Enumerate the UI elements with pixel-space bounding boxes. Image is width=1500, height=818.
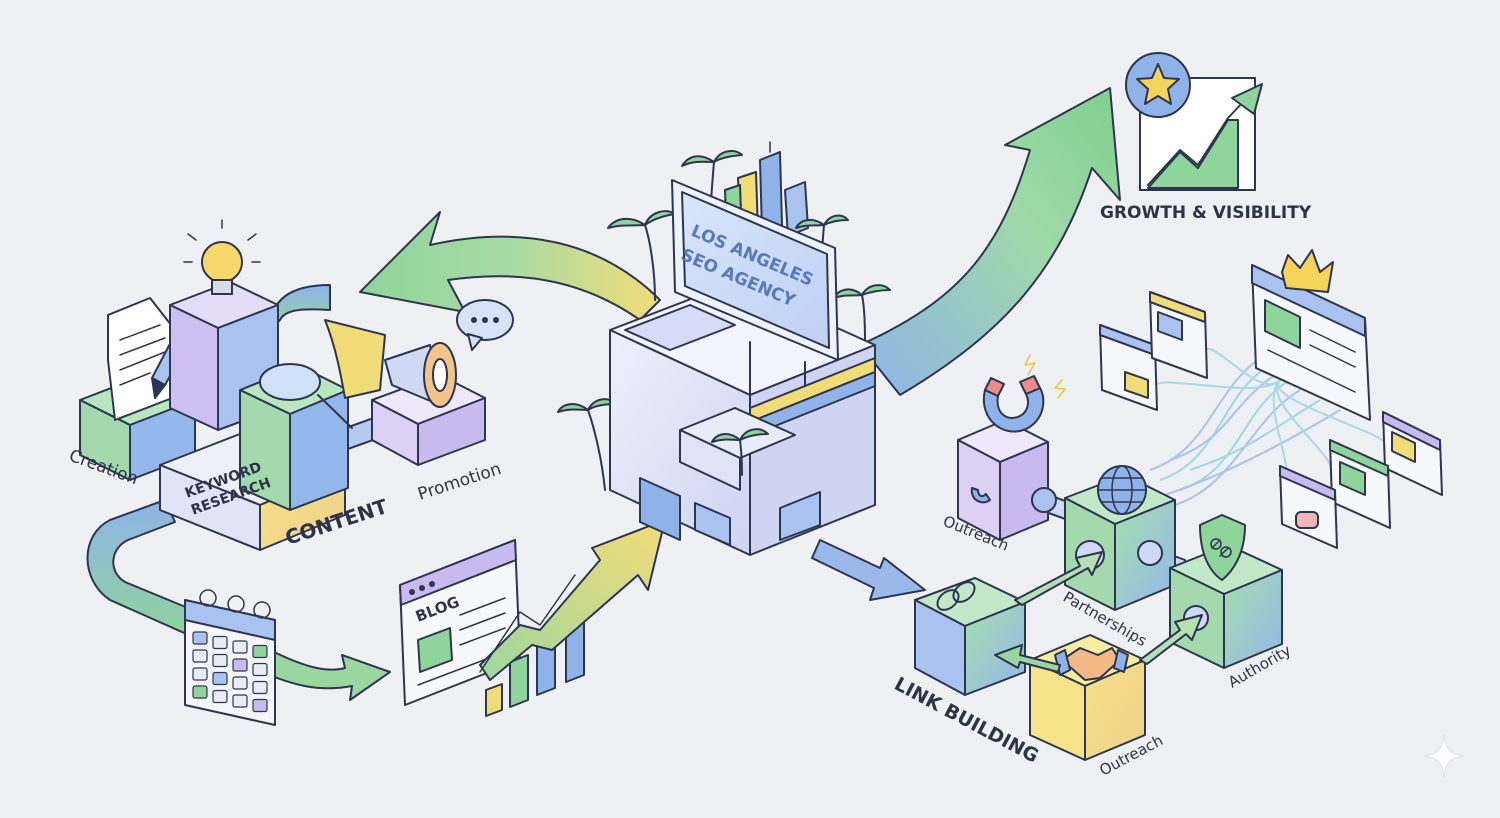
backlink-line: [1164, 409, 1341, 496]
content-cluster: KEYWORD RESEARCH Creation CONTENT Promot…: [66, 219, 514, 551]
calendar-cell: [252, 698, 268, 713]
blog-window: BLOG: [399, 539, 521, 706]
speech-bubble-icon: [456, 299, 514, 351]
calendar-cell: [192, 649, 208, 663]
cluster-arrows: [994, 551, 1203, 673]
funnel-shape: [324, 319, 386, 399]
site-window-3: [1382, 411, 1443, 496]
sparkle-icon: [1423, 734, 1465, 778]
calendar-cell: [192, 667, 208, 681]
calendar-cell: [192, 631, 208, 645]
megaphone-icon: [384, 342, 457, 408]
palm-tree-icon-5: [557, 398, 617, 491]
calendar-cell: [232, 640, 248, 654]
calendar-cell: [232, 676, 248, 690]
backlink-line: [1154, 379, 1281, 389]
magnifier-icon: [259, 363, 353, 429]
link-building-arrow: [811, 539, 926, 601]
palm-tree-icon-6: [711, 428, 769, 476]
handshake-block: [1029, 634, 1146, 761]
calendar-cell: [252, 680, 268, 695]
agency-billboard: LOS ANGELES SEO AGENCY: [671, 179, 839, 396]
magnet-icon: [982, 354, 1066, 433]
growth-label: GROWTH & VISIBILITY: [1100, 203, 1312, 223]
backlink-line: [1189, 399, 1321, 471]
growth-arrow: [859, 87, 1121, 396]
handshake-icon: [1054, 647, 1129, 681]
calendar-cell: [252, 644, 268, 659]
backlink-line: [1149, 354, 1266, 471]
shield-icon: [1199, 514, 1246, 581]
main-site-window: [1251, 264, 1371, 421]
calendar-cell: [232, 658, 248, 672]
crown-icon: [1281, 249, 1334, 293]
backlink-network: [1099, 249, 1443, 549]
outreach-magnet-block: [957, 419, 1057, 541]
backlink-line: [1276, 379, 1387, 446]
promotion-label: Promotion: [415, 459, 503, 505]
palm-tree-icon-4: [833, 284, 891, 341]
calendar-cell: [192, 685, 208, 699]
agency-building: LOS ANGELES SEO AGENCY: [557, 141, 891, 556]
site-window-1: [1099, 324, 1158, 411]
site-window-4: [1329, 439, 1391, 529]
calendar-cell: [232, 694, 248, 708]
blog-growth-arrow: [479, 519, 666, 681]
star-badge-icon: [1125, 52, 1191, 118]
palm-tree-icon-1: [607, 210, 676, 301]
site-window-5: [1279, 465, 1338, 549]
calendar-cell: [212, 689, 228, 704]
chain-block: [914, 577, 1026, 696]
growth-panel: GROWTH & VISIBILITY: [1100, 52, 1312, 223]
chain-link-icon: [936, 581, 976, 611]
site-window-2: [1149, 291, 1208, 379]
globe-icon: [1097, 465, 1147, 515]
lightbulb-icon: [183, 219, 261, 295]
calendar-cell: [212, 671, 228, 686]
calendar-cell: [252, 662, 268, 677]
small-magnet-icon: [970, 487, 991, 504]
backlink-line: [1159, 364, 1271, 481]
calendar-cell: [212, 635, 228, 650]
return-arrow: [359, 211, 661, 321]
backlink-lines: [1149, 347, 1387, 506]
link-building-cluster: Outreach Partnerships Authority LINK BUI…: [891, 354, 1294, 780]
calendar-cell: [212, 653, 228, 668]
backlink-line: [1174, 389, 1301, 506]
calendar-icon: [184, 589, 276, 726]
